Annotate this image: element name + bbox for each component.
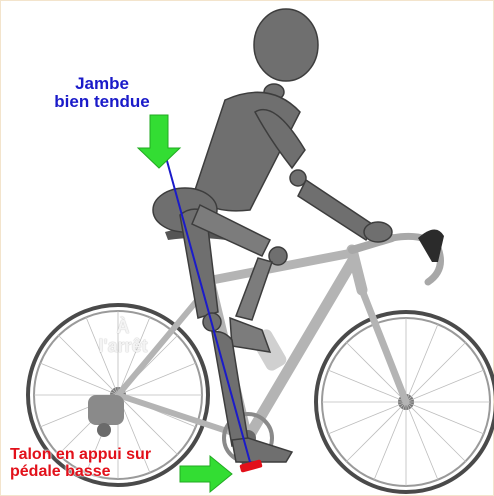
down-arrow-icon bbox=[138, 115, 180, 168]
label-heel-line-1: Talon en appui sur bbox=[10, 447, 240, 464]
label-leg-line-2: bien tendue bbox=[32, 93, 172, 111]
label-leg-extended: Jambe bien tendue bbox=[32, 75, 172, 111]
mannequin-foot bbox=[232, 438, 292, 462]
label-heel-on-pedal: Talon en appui sur pédale basse bbox=[10, 447, 240, 481]
label-stopped-line-2: l'arrêt bbox=[78, 337, 168, 356]
label-stopped: À l'arrêt bbox=[78, 318, 168, 356]
label-stopped-line-1: À bbox=[78, 318, 168, 337]
rear-derailleur bbox=[88, 395, 124, 425]
label-leg-line-1: Jambe bbox=[32, 75, 172, 93]
label-heel-line-2: pédale basse bbox=[10, 464, 240, 481]
mannequin-head bbox=[254, 9, 318, 81]
